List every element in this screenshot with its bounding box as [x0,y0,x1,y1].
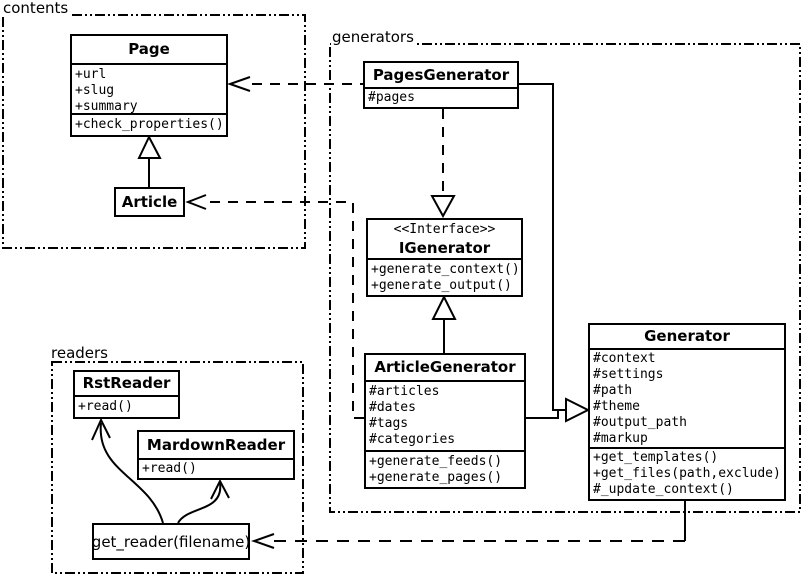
package-label-readers: readers [50,344,109,362]
class-articlegenerator-title: ArticleGenerator [374,358,516,376]
class-article-title: Article [121,193,178,211]
open-arrowhead-icon [210,478,230,500]
attribute: #path [593,383,633,398]
attribute: #output_path [593,415,687,430]
class-igenerator-title: IGenerator [398,239,491,257]
attribute: #context [593,351,656,366]
attribute: #markup [593,431,648,446]
open-arrowhead-icon [226,76,251,92]
attribute: #pages [368,90,415,105]
dependency-pagesgenerator-to-page [226,76,363,92]
class-generator-methods: +get_templates() +get_files(path,exclude… [590,447,784,499]
method: +generate_feeds() [369,454,503,469]
function-get-reader-label: get_reader(filename) [91,532,251,551]
open-arrowhead-icon [185,194,207,210]
package-label-generators: generators [331,28,415,46]
class-pagesgenerator-title: PagesGenerator [372,66,510,84]
attribute: +slug [75,83,115,98]
class-generator-title: Generator [644,327,730,345]
hollow-triangle-icon [430,195,456,219]
method: +get_templates() [593,450,719,465]
class-markdownreader: MardownReader +read() [137,430,295,480]
method: #_update_context() [593,482,734,497]
attribute: #categories [369,432,456,447]
arrow-getreader-to-rstreader [91,417,164,524]
method: +read() [78,399,133,414]
generalization-article-to-page [137,134,162,188]
class-rstreader-title: RstReader [82,374,171,392]
arrow-getreader-to-markdownreader [177,478,230,524]
hollow-triangle-icon [565,397,591,423]
class-articlegenerator-attributes: #articles #dates #tags #categories [366,380,524,450]
class-page-attributes: +url +slug +summary [72,63,226,114]
dependency-articlegenerator-to-article [185,194,364,419]
class-rstreader-methods: +read() [75,395,178,417]
open-arrowhead-icon [250,533,275,549]
method: +check_properties() [75,117,224,132]
open-arrowhead-icon [91,417,111,441]
method: +generate_pages() [369,470,503,485]
class-pagesgenerator-attributes: #pages [365,87,517,107]
function-get-reader: get_reader(filename) [92,523,250,560]
package-border-readers [51,361,304,574]
method: +get_files(path,exclude) [593,466,781,481]
class-article: Article [114,187,185,217]
class-articlegenerator: ArticleGenerator #articles #dates #tags … [364,353,526,489]
attribute: #theme [593,399,640,414]
class-page: Page +url +slug +summary +check_properti… [70,34,228,137]
class-igenerator-title-compartment: <<Interface>> IGenerator [368,220,521,258]
package-border-contents [2,14,306,249]
attribute: #settings [593,367,664,382]
class-igenerator-stereotype: <<Interface>> [393,222,496,237]
class-generator: Generator #context #settings #path #them… [588,323,786,501]
dependency-generator-to-getreader [250,498,686,549]
class-igenerator-methods: +generate_context() +generate_output() [368,258,521,295]
class-igenerator: <<Interface>> IGenerator +generate_conte… [366,218,523,297]
generalization-articlegenerator-to-igenerator [431,294,457,353]
class-generator-attributes: #context #settings #path #theme #output_… [590,348,784,447]
package-label-contents: contents [2,0,70,17]
realization-pagesgenerator-to-igenerator [430,109,456,219]
method: +generate_context() [371,262,520,277]
class-page-title: Page [128,40,170,58]
generalization-generators-to-generator [519,83,591,423]
attribute: #articles [369,384,440,399]
attribute: +url [75,67,107,82]
hollow-triangle-icon [431,294,457,320]
class-articlegenerator-methods: +generate_feeds() +generate_pages() [366,450,524,487]
class-rstreader: RstReader +read() [73,370,180,419]
class-pagesgenerator: PagesGenerator #pages [363,61,519,109]
class-markdownreader-title: MardownReader [146,436,286,454]
class-page-methods: +check_properties() [72,113,226,135]
package-border-generators [329,43,801,513]
class-markdownreader-methods: +read() [139,458,293,478]
attribute: #dates [369,400,416,415]
attribute: #tags [369,416,409,431]
method: +generate_output() [371,278,512,293]
method: +read() [142,461,197,476]
attribute: +summary [75,99,138,114]
